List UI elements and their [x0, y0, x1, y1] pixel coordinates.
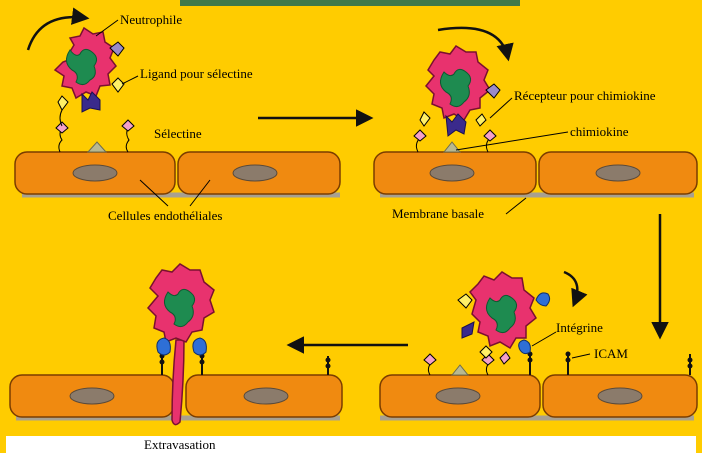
icam-icon: [688, 358, 693, 363]
icam-icon: [326, 358, 331, 363]
icam-icon: [528, 358, 533, 363]
label-icam: ICAM: [594, 346, 628, 361]
cell-nucleus: [73, 165, 117, 181]
integrin-icon: [157, 338, 171, 355]
label-neutrophile: Neutrophile: [120, 12, 182, 27]
icam-icon: [566, 358, 571, 363]
label-extravasation: Extravasation: [144, 437, 216, 452]
cell-nucleus: [70, 388, 114, 404]
icam-icon: [326, 364, 331, 369]
cell-nucleus: [233, 165, 277, 181]
cell-nucleus: [596, 165, 640, 181]
icam-icon: [200, 360, 205, 365]
cell-nucleus: [430, 165, 474, 181]
icam-icon: [160, 360, 165, 365]
cell-nucleus: [436, 388, 480, 404]
label-membrane: Membrane basale: [392, 206, 484, 221]
label-ligand: Ligand pour sélectine: [140, 66, 253, 81]
label-cellules: Cellules endothéliales: [108, 208, 222, 223]
header-bar: [180, 0, 520, 6]
integrin-icon: [193, 338, 207, 355]
cell-nucleus: [598, 388, 642, 404]
icam-icon: [566, 352, 571, 357]
icam-icon: [688, 364, 693, 369]
cell-nucleus: [244, 388, 288, 404]
bottom-margin: [6, 436, 696, 453]
label-selectine: Sélectine: [154, 126, 202, 141]
label-chimiokine: chimiokine: [570, 124, 629, 139]
label-integrine: Intégrine: [556, 320, 603, 335]
label-recepteur: Récepteur pour chimiokine: [514, 88, 656, 103]
